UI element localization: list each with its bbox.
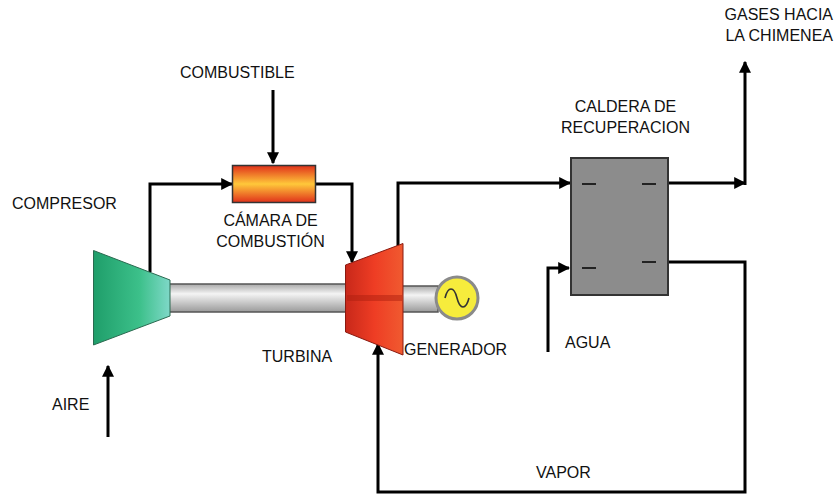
turbine: TURBINA — [345, 243, 404, 356]
turbine-shape — [345, 243, 404, 356]
turbine-label: TURBINA — [262, 346, 344, 367]
compressor-label: COMPRESOR — [12, 193, 142, 214]
flow-arrow — [378, 262, 745, 492]
water-label: AGUA — [565, 332, 635, 353]
recovery-boiler-shape — [570, 157, 669, 296]
combustion-chamber-shape — [232, 165, 316, 203]
compressor: COMPRESOR — [93, 250, 171, 346]
generator: GENERADOR — [434, 275, 480, 321]
main-shaft — [165, 284, 347, 312]
air-label: AIRE — [52, 394, 112, 415]
recovery-boiler-label: CALDERA DE RECUPERACION — [548, 96, 703, 138]
flow-arrow — [316, 184, 352, 262]
generator-label: GENERADOR — [404, 339, 524, 360]
generator-shape — [434, 275, 480, 321]
combustion-chamber-label: CÁMARA DE COMBUSTIÓN — [203, 210, 338, 252]
exhaust-arrow — [744, 62, 747, 185]
generator-shaft — [402, 286, 438, 312]
edge-label: VAPOR — [532, 463, 595, 483]
flow-arrow — [150, 184, 232, 272]
exhaust-label: GASES HACIA LA CHIMENEA — [712, 4, 833, 46]
compressor-shape — [93, 250, 171, 346]
exhaust-line — [669, 182, 745, 185]
fuel-arrow — [272, 90, 275, 163]
flow-arrow — [398, 183, 570, 246]
combustion-chamber: CÁMARA DE COMBUSTIÓN — [232, 165, 316, 203]
air-arrow — [107, 366, 110, 437]
fuel-label: COMBUSTIBLE — [180, 62, 320, 83]
recovery-boiler: CALDERA DE RECUPERACION — [570, 157, 669, 296]
